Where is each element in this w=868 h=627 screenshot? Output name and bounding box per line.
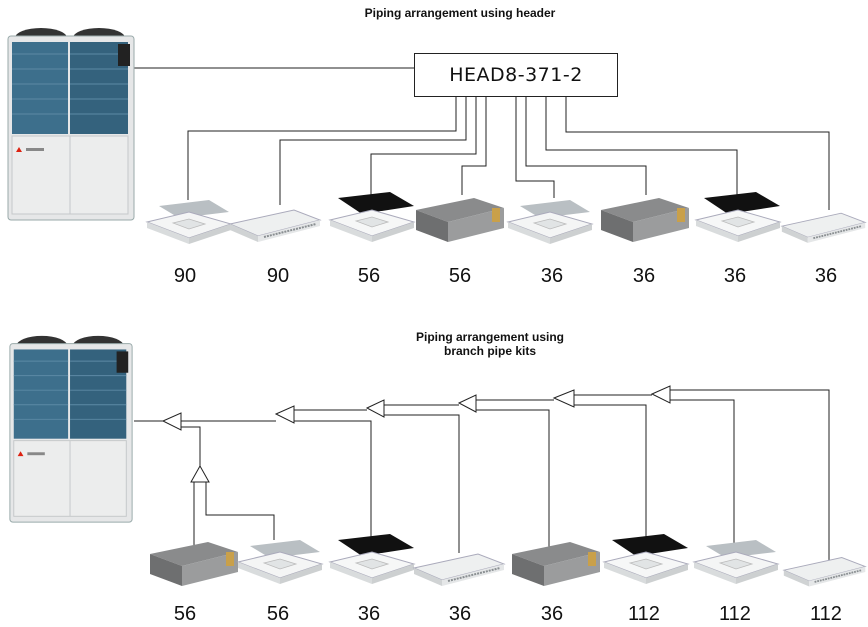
top-unit-capacity: 90 xyxy=(266,265,290,287)
top-diagram-title: Piping arrangement using header xyxy=(364,6,556,20)
bottom-unit-capacity: 36 xyxy=(357,603,381,625)
branch-kit-3 xyxy=(365,399,385,418)
ducted-unit-icon xyxy=(416,198,504,242)
top-pipe-7 xyxy=(545,97,738,195)
ducted-unit-icon xyxy=(150,542,238,586)
cassette-unit-icon xyxy=(602,534,690,584)
header-label: HEAD8-371-2 xyxy=(449,64,583,86)
ducted-unit-icon xyxy=(601,198,689,242)
top-unit-capacity: 56 xyxy=(357,265,381,287)
bottom-unit-capacity: 112 xyxy=(628,603,660,625)
bottom-trunk-7 xyxy=(670,389,830,560)
ducted-unit-icon xyxy=(512,542,600,586)
top-pipe-5 xyxy=(515,97,555,198)
bottom-unit-capacity: 56 xyxy=(173,603,197,625)
bottom-drop-b xyxy=(384,414,460,553)
ceiling-unit-icon xyxy=(780,212,867,243)
top-pipe-8 xyxy=(565,97,830,210)
branch-kit-5 xyxy=(552,389,575,408)
ceiling-unit-icon xyxy=(782,557,867,587)
branch-kit-1 xyxy=(161,412,182,431)
branch-kit-sub xyxy=(190,464,210,483)
bottom-title-line2: branch pipe kits xyxy=(443,344,537,358)
ceiling-unit-icon xyxy=(412,553,506,586)
top-pipe-4 xyxy=(461,97,487,195)
outdoor-unit-icon xyxy=(9,335,133,523)
top-unit-capacity: 36 xyxy=(814,265,838,287)
ceiling-unit-icon xyxy=(228,209,322,242)
cassette-unit-icon xyxy=(328,192,416,242)
bottom-unit-capacity: 112 xyxy=(719,603,751,625)
branch-kit-2 xyxy=(274,405,295,424)
branch-kit-6 xyxy=(650,385,671,404)
top-unit-capacity: 36 xyxy=(632,265,656,287)
bottom-unit-capacity: 36 xyxy=(448,603,472,625)
cassette-unit-icon xyxy=(692,540,780,584)
cassette-unit-icon xyxy=(694,192,782,242)
bottom-sub-right xyxy=(205,482,275,540)
bottom-drop-d xyxy=(574,404,647,540)
top-pipe-3 xyxy=(370,97,477,195)
cassette-unit-icon xyxy=(145,200,233,244)
bottom-unit-capacity: 36 xyxy=(540,603,564,625)
cassette-unit-icon xyxy=(236,540,324,584)
bottom-drop-c xyxy=(476,409,550,553)
top-unit-capacity: 36 xyxy=(723,265,747,287)
top-pipe-2 xyxy=(279,97,467,205)
bottom-unit-capacity: 56 xyxy=(266,603,290,625)
bottom-drop-a xyxy=(294,420,372,540)
cassette-unit-icon xyxy=(328,534,416,584)
top-unit-capacity: 36 xyxy=(540,265,564,287)
cassette-unit-icon xyxy=(506,200,594,244)
outdoor-unit-icon xyxy=(7,28,135,221)
bottom-sub-trunk xyxy=(181,426,201,466)
top-unit-capacity: 56 xyxy=(448,265,472,287)
top-pipe-1 xyxy=(187,97,457,200)
bottom-title-line1: Piping arrangement using xyxy=(415,330,565,344)
branch-kit-4 xyxy=(457,394,477,413)
bottom-unit-capacity: 112 xyxy=(810,603,842,625)
header-box: HEAD8-371-2 xyxy=(414,53,618,97)
top-unit-capacity: 90 xyxy=(173,265,197,287)
bottom-drop-e xyxy=(670,399,735,560)
bottom-diagram-title: Piping arrangement using branch pipe kit… xyxy=(370,330,610,358)
top-pipe-6 xyxy=(525,97,647,195)
